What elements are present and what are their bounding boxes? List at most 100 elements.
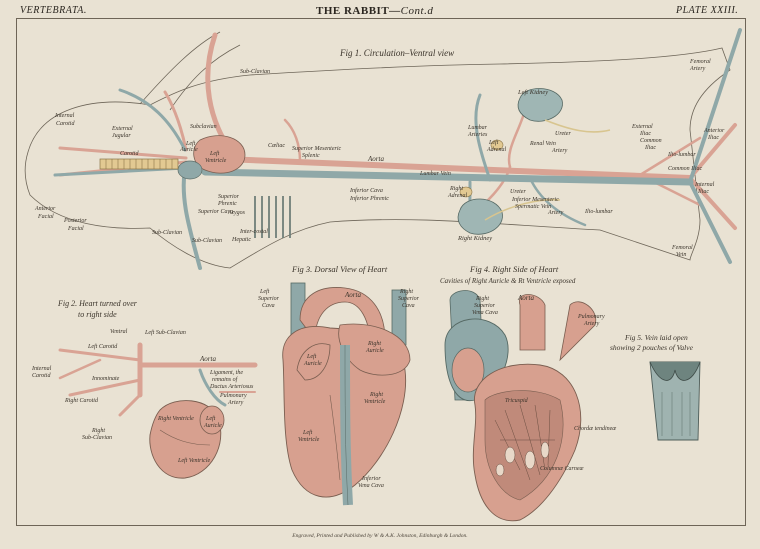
label-f3-right-sup-2: Superior: [398, 296, 420, 302]
label-right-adrenal-2: Adrenal: [447, 193, 467, 199]
label-internal-carotid-2: Carotid: [56, 121, 75, 127]
label-sub-clavian-low-2: Sub-Clavian: [192, 238, 222, 244]
label-f2-right-carotid: Right Carotid: [64, 398, 99, 404]
label-f4-pulm-2: Artery: [583, 321, 600, 327]
fig4-title-line1: Fig 4. Right Side of Heart: [469, 264, 559, 274]
label-lumbar-arteries-2: Arteries: [467, 132, 488, 138]
label-f3-right-sup-3: Cava: [402, 303, 415, 309]
label-external-iliac-2: Iliac: [639, 131, 651, 137]
label-femoral-artery: Femoral: [689, 59, 711, 65]
label-external-jugular: External: [111, 126, 133, 132]
label-left-ventricle-2: Ventricle: [205, 158, 227, 164]
fig2-title-line2: to right side: [78, 310, 117, 319]
header-plate-number: PLATE XXIII.: [676, 5, 739, 16]
label-f2-ligament-3: Ductus Arteriosus: [209, 384, 254, 390]
fig3-title: Fig 3. Dorsal View of Heart: [291, 264, 388, 274]
label-f2-internal: Internal: [31, 366, 52, 372]
label-f2-pulmonary-2: Artery: [227, 400, 244, 406]
label-f3-left-ventricle-2: Ventricle: [298, 437, 320, 443]
fig2-title-line1: Fig 2. Heart turned over: [57, 299, 138, 308]
header-title: THE RABBIT—Cont.d: [316, 5, 433, 17]
label-f3-right-auricle-2: Auricle: [365, 348, 384, 354]
label-ureter: Ureter: [555, 131, 571, 137]
label-f2-ventral: Ventral: [110, 329, 128, 335]
label-f4-aorta: Aorta: [517, 294, 534, 302]
label-splenic: Splenic: [302, 153, 320, 159]
label-f3-right-auricle: Right: [367, 341, 381, 347]
label-inferior-phrenic: Inferior Phrenic: [349, 195, 389, 202]
label-aorta: Aorta: [367, 155, 384, 163]
label-f3-inferior-2: Vena Cava: [358, 483, 384, 489]
label-f3-left-auricle-2: Auricle: [303, 361, 322, 367]
label-f3-right-ventricle-2: Ventricle: [364, 399, 386, 405]
label-f4-right-sup-3: Vena Cava: [472, 310, 498, 316]
label-f2-left-ventricle: Left Ventricle: [177, 457, 210, 464]
label-common-iliac: Common: [640, 138, 662, 144]
label-f2-right-sub: Right: [91, 428, 105, 434]
label-ilio-lumbar: Ilio-lumbar: [584, 209, 613, 215]
fig1-heart: [177, 135, 246, 180]
label-femoral-vein: Femoral: [671, 245, 693, 251]
label-external-iliac: External: [631, 124, 653, 130]
label-hepatic: Hepatic: [231, 237, 251, 243]
fig1-ureters: [484, 119, 611, 221]
fig1-intercostal-vessels: [254, 196, 291, 238]
fig1-title: Fig 1. Circulation–Ventral view: [339, 48, 454, 58]
label-ilio-lumbar-2: Ilio-lumbar: [667, 152, 696, 158]
label-azygos: Azygos: [227, 210, 246, 216]
label-f3-left-sup-2: Superior: [258, 296, 280, 302]
label-f2-pulmonary: Pulmonary: [219, 393, 247, 399]
plate-border: [16, 18, 746, 526]
label-f2-left-auricle-2: Auricle: [203, 423, 222, 429]
label-f2-right-sub-2: Sub-Clavian: [82, 435, 112, 441]
label-superior-phrenic: Superior: [218, 194, 240, 200]
label-f3-aorta: Aorta: [344, 291, 361, 299]
label-spermatic: Spermatic Vein: [515, 204, 551, 210]
label-inferior-mesenteric: Inferior Mesenteric: [511, 196, 559, 203]
label-left-auricle: Left: [185, 140, 196, 147]
label-femoral-vein-2: Vein: [676, 252, 686, 258]
label-coeliac: Cœliac: [268, 143, 285, 149]
label-left-auricle-2: Auricle: [179, 147, 198, 153]
label-f4-pulm: Pulmonary: [577, 314, 605, 320]
label-f4-valve: Tricuspid: [505, 398, 529, 404]
label-f2-ligament-2: remains of: [212, 376, 239, 383]
label-f4-columnae: Columnæ Carneæ: [540, 466, 584, 472]
label-intercostal: Inter-costal: [239, 229, 268, 235]
label-inferior-cava: Inferior Cava: [349, 187, 383, 194]
label-f4-right-sup-2: Superior: [474, 303, 496, 309]
fig4-title-line2: Cavities of Right Auricle & Rt Ventricle…: [440, 277, 576, 285]
label-left-ventricle: Left: [209, 150, 220, 157]
fig5-title-line2: showing 2 pouches of Valve: [610, 343, 694, 352]
label-renal: Renal Vein: [529, 141, 556, 147]
label-common-iliac-2: Iliac: [644, 145, 656, 151]
label-superior-cava: Superior Cava: [198, 209, 233, 215]
label-f2-aorta: Aorta: [199, 355, 216, 363]
label-f3-left-sup: Left: [259, 288, 270, 295]
label-f2-ligament: Ligament, the: [209, 370, 243, 376]
label-superior-mesenteric: Superior Mesenteric: [292, 146, 341, 152]
label-posterior-facial: Posterior: [63, 218, 87, 224]
fig3-heart: [282, 282, 411, 506]
label-f2-innominate: Innominate: [91, 376, 120, 382]
label-f2-left-auricle: Left: [205, 415, 216, 422]
header-title-cont: Cont.d: [400, 5, 434, 17]
label-anterior-facial: Anterior: [34, 206, 56, 212]
label-anterior-facial-2: Facial: [37, 214, 54, 220]
label-f3-inferior: Inferior: [361, 475, 381, 482]
fig2-vessels: [58, 342, 258, 417]
label-f3-left-ventricle: Left: [302, 429, 313, 436]
label-f2-left-carotid: Left Carotid: [87, 343, 118, 350]
fig1-trachea: [99, 158, 179, 170]
label-right-adrenal: Right: [449, 186, 463, 192]
label-f3-left-auricle: Left: [306, 353, 317, 360]
fig4-labels: Right Superior Vena Cava Aorta Pulmonary…: [472, 294, 616, 472]
label-femoral-artery-2: Artery: [689, 66, 706, 72]
publisher-footer: Engraved, Printed and Published by W & A…: [292, 533, 468, 539]
label-posterior-facial-2: Facial: [67, 226, 84, 232]
fig5-vein: [649, 361, 701, 441]
label-external-jugular-2: Jugular: [112, 133, 131, 139]
label-f3-left-sup-3: Cava: [262, 303, 275, 309]
